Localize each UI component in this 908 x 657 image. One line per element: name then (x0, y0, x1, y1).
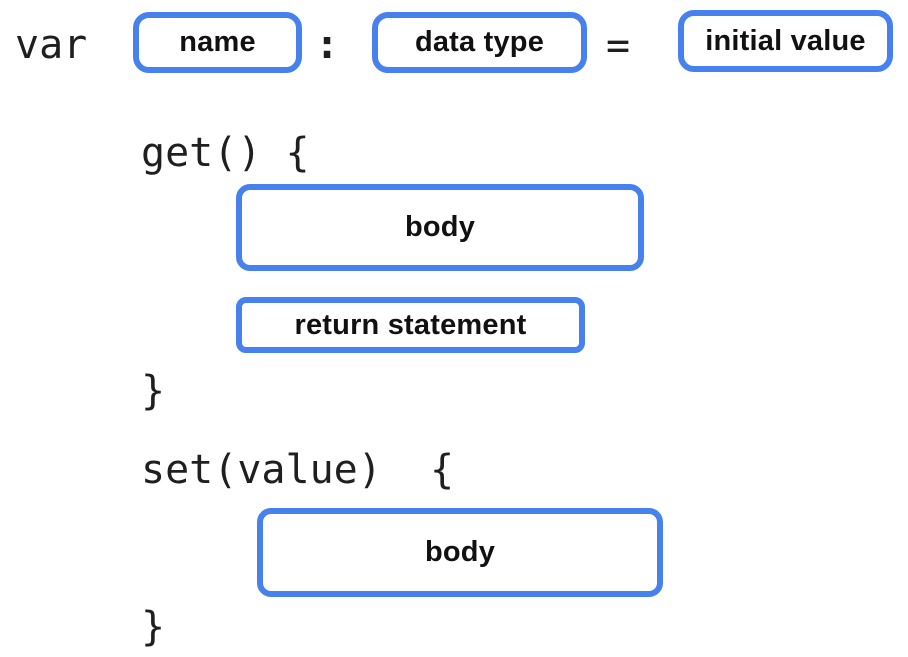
return-statement-slot-box: return statement (236, 297, 585, 353)
colon-token: : (315, 22, 340, 68)
name-slot-label: name (179, 26, 256, 58)
var-keyword: var (15, 22, 88, 68)
data-type-slot-label: data type (414, 26, 545, 58)
setter-body-slot-box: body (257, 508, 663, 597)
setter-declaration: set(value) { (141, 447, 455, 493)
setter-closing-brace: } (141, 604, 166, 650)
setter-body-slot-label: body (424, 536, 496, 568)
equals-token: = (606, 23, 631, 69)
initial-value-slot-label: initial value (705, 24, 866, 57)
return-statement-slot-label: return statement (294, 308, 527, 341)
getter-declaration: get() { (141, 130, 310, 176)
getter-body-slot-label: body (404, 211, 476, 243)
data-type-slot-box: data type (372, 12, 587, 73)
name-slot-box: name (133, 12, 302, 73)
getter-body-slot-box: body (236, 184, 644, 271)
initial-value-slot-box: initial value (678, 10, 893, 72)
getter-closing-brace: } (141, 368, 166, 414)
